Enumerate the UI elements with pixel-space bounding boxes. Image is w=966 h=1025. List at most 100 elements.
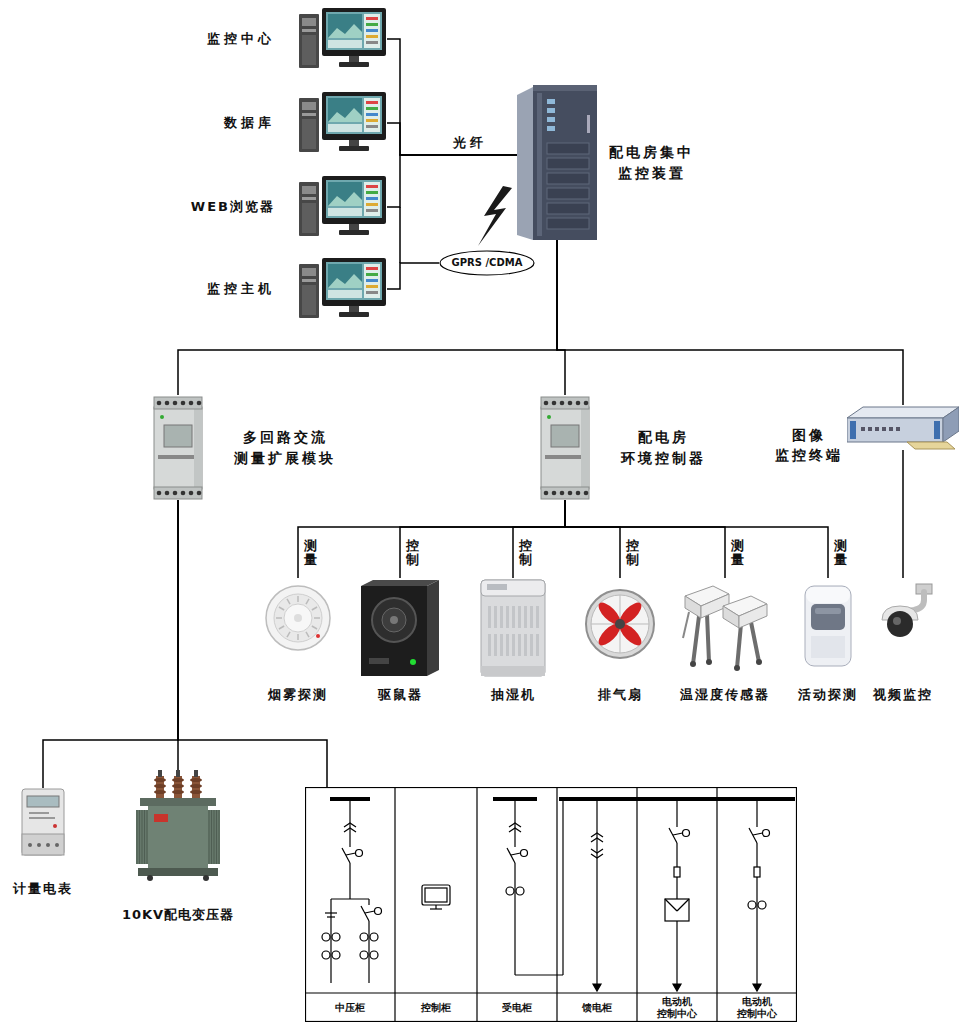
node-label: 监控中心 [207,30,275,49]
module-icon [181,401,186,406]
rat-icon [357,578,443,678]
pc-icon [328,208,362,216]
rat-icon [361,580,439,676]
switchgear-diagram [509,823,521,827]
switchgear-diagram [361,906,369,921]
rack-icon [868,427,872,431]
node-label: GPRS /CDMA [452,256,523,271]
pc-icon [366,285,378,288]
transformer-icon [194,770,198,777]
pc-icon [328,182,362,206]
smoke-icon [287,632,290,637]
rack-icon [847,407,959,449]
pc-icon [299,92,387,154]
pc-icon [339,62,369,67]
switchgear-diagram [344,823,356,827]
pc-icon [326,180,382,218]
cabinet-icon [587,115,590,133]
pc-icon [366,35,378,38]
smoke-icon [274,594,322,642]
switchgear-diagram [674,867,680,877]
meter-icon [22,789,64,855]
module-icon [541,397,589,499]
motion-icon [806,587,850,603]
node-label: 数据库 [224,114,275,133]
cabinet-icon [547,143,589,154]
cell-label: 电动机 控制中心 [657,996,697,1020]
motion-icon [805,586,851,666]
connector-line [298,500,565,578]
module-icon [584,491,589,496]
switchgear-diagram [331,898,369,899]
node-label: 视频监控 [873,686,933,705]
smoke-icon [297,596,299,602]
meter-icon [27,796,59,807]
transformer-icon [211,810,212,864]
edge-label: 控制 [406,539,419,568]
edge-label: 控制 [626,539,639,568]
pc-icon [364,98,380,132]
switchgear-diagram [677,899,689,911]
pc-icon [366,203,378,206]
connector-line [557,240,903,405]
switchgear-diagram [507,848,515,863]
cabinet-icon [547,126,555,131]
dehum-icon [524,634,527,656]
pc-icon [322,8,386,56]
rat-icon [390,616,398,624]
switchgear-diagram [514,863,515,975]
sensor-icon [756,659,762,665]
edge-label: 测量 [731,539,744,568]
transformer-icon [219,810,220,864]
node-label: WEB浏览器 [191,198,275,217]
pc-icon [366,209,378,212]
pc-icon [366,23,378,26]
connector-line [387,155,517,207]
switchgear-diagram [330,899,331,983]
switchgear-diagram [748,901,756,909]
dehum-icon [481,666,545,676]
pc-icon [299,98,319,152]
dehum-icon [500,606,503,628]
node-label: 配电房集中 监控装置 [609,142,694,183]
node-label: 驱鼠器 [378,686,423,705]
pc-icon [366,113,378,116]
pc-icon [328,14,362,38]
fan-icon [586,590,654,658]
module-icon [541,407,589,489]
module-icon [584,401,589,406]
sensor-icon [734,665,740,671]
pc-icon [299,258,387,320]
module-icon [189,401,194,406]
meter-node: 计量电表 [13,788,73,899]
module-icon [560,491,565,496]
video-terminal: 图像 监控终端 [775,405,959,466]
meter-icon [53,824,57,828]
module-icon [547,415,551,419]
pc-icon [328,40,362,48]
pc-icon [322,176,386,224]
pc-icon [366,119,378,122]
switchgear-diagram [375,908,382,915]
switchgear-diagram [665,899,689,921]
rat-icon [410,659,416,665]
pc-icon [349,224,359,230]
switchgear-diagram [596,801,597,987]
pc-icon [302,113,316,116]
module-icon [181,491,186,496]
pc-icon [366,197,378,200]
connector-line [565,500,620,578]
sensor-icon [706,659,712,665]
motion-icon [805,586,851,666]
rat-icon [382,608,406,632]
switchgear-diagram [763,830,770,837]
transformer-icon [140,798,216,806]
switchgear-diagram [332,933,340,941]
dehum-icon [487,584,507,590]
transformer-icon [209,810,210,864]
switchgear-diagram [521,850,528,857]
switchgear-diagram [346,853,356,855]
pc-icon [302,279,316,282]
meter-icon [28,843,32,847]
rat-icon [372,598,416,642]
